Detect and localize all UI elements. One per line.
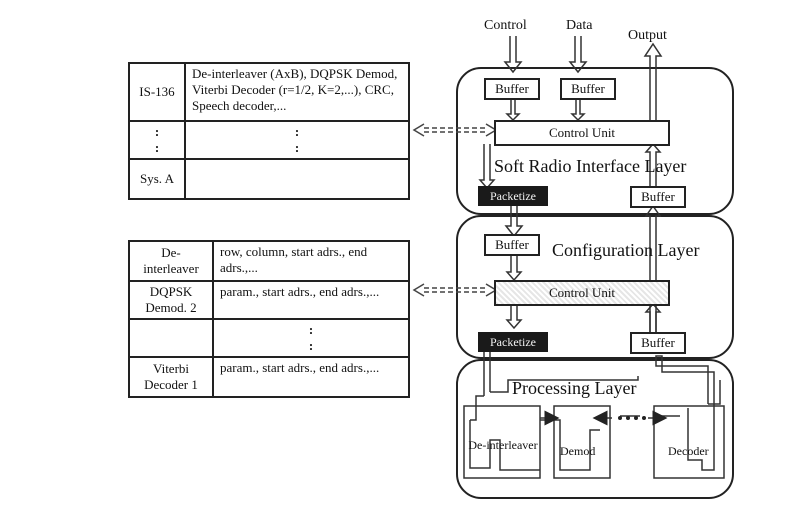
ellipsis-dot: : (154, 124, 160, 139)
row-desc (184, 158, 410, 200)
sril-packetize: Packetize (478, 186, 548, 206)
sril-buffer-control: Buffer (484, 78, 540, 100)
table-row: IS-136 De-interleaver (AxB), DQPSK Demod… (128, 62, 410, 122)
row-tag: Viterbi Decoder 1 (128, 356, 214, 398)
config-control-unit: Control Unit (494, 280, 670, 306)
module-parameter-table: De-interleaver row, column, start adrs.,… (128, 240, 410, 398)
table-row: Viterbi Decoder 1 param., start adrs., e… (128, 356, 410, 398)
row-tag-ellipsis (128, 318, 214, 358)
table-row: De-interleaver row, column, start adrs.,… (128, 240, 410, 282)
ellipsis-dot: : (308, 338, 314, 353)
row-tag: De-interleaver (128, 240, 214, 282)
module-label-deinterleaver: De-interleaver (468, 438, 538, 452)
row-desc-ellipsis: : : (212, 318, 410, 358)
control-label: Control (484, 18, 527, 33)
module-box-deinterleaver (463, 405, 541, 479)
output-label: Output (628, 28, 667, 43)
data-label: Data (566, 18, 593, 33)
row-tag: IS-136 (128, 62, 186, 122)
row-desc: De-interleaver (AxB), DQPSK Demod, Viter… (184, 62, 410, 122)
row-tag: Sys. A (128, 158, 186, 200)
row-desc: param., start adrs., end adrs.,... (212, 356, 410, 398)
row-desc: row, column, start adrs., end adrs.,... (212, 240, 410, 282)
row-tag: DQPSK Demod. 2 (128, 280, 214, 320)
param-table-to-cu-dashed-arrow (412, 283, 498, 297)
table-row: : : : : (128, 120, 410, 160)
module-box-demod (553, 405, 611, 479)
module-label-decoder: Decoder (668, 444, 709, 458)
table-row: Sys. A (128, 158, 410, 200)
sril-buffer-data: Buffer (560, 78, 616, 100)
config-packetize: Packetize (478, 332, 548, 352)
config-cu-to-packetize-arrow (505, 302, 523, 330)
sril-layer-name: Soft Radio Interface Layer (494, 156, 687, 176)
row-desc-ellipsis: : : (184, 120, 410, 160)
ellipsis-dot: : (294, 124, 300, 139)
config-buffer-out: Buffer (630, 332, 686, 354)
module-ellipsis (618, 416, 646, 420)
ellipsis-dot: : (308, 322, 314, 337)
standard-table: IS-136 De-interleaver (AxB), DQPSK Demod… (128, 62, 410, 200)
table-row: DQPSK Demod. 2 param., start adrs., end … (128, 280, 410, 320)
control-input-arrow (503, 36, 523, 74)
ellipsis-dot: : (154, 140, 160, 155)
row-desc: param., start adrs., end adrs.,... (212, 280, 410, 320)
module-box-decoder (653, 405, 725, 479)
processing-layer-name: Processing Layer (512, 378, 637, 398)
output-arrow (643, 42, 663, 120)
config-buffer-in: Buffer (484, 234, 540, 256)
table-row: : : (128, 318, 410, 358)
sril-buffer-out: Buffer (630, 186, 686, 208)
processing-layer-box (456, 359, 734, 499)
config-layer-name: Configuration Layer (552, 240, 700, 260)
data-input-arrow (568, 36, 588, 74)
row-tag-ellipsis: : : (128, 120, 186, 160)
ellipsis-dot: : (294, 140, 300, 155)
sril-control-unit: Control Unit (494, 120, 670, 146)
module-label-demod: Demod (560, 444, 596, 458)
